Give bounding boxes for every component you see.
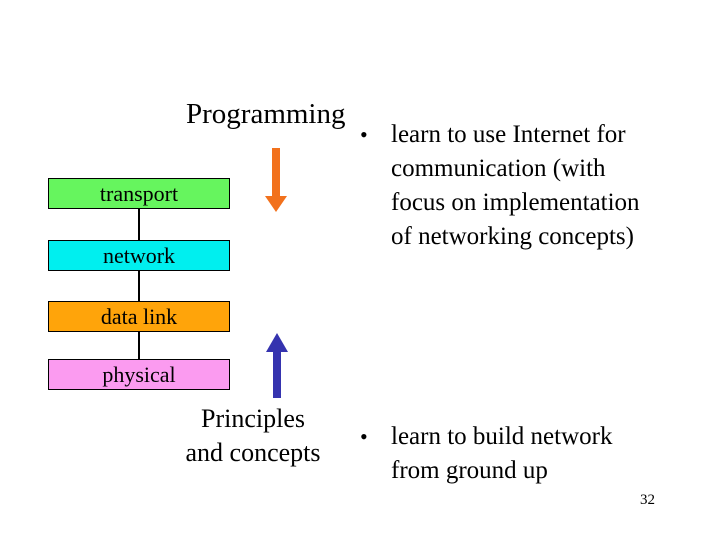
principles-caption-line2: and concepts	[185, 438, 321, 467]
layer-label-network: network	[102, 243, 176, 268]
bullet-line: focus on implementation	[391, 189, 640, 216]
layer-label-datalink: data link	[100, 304, 178, 329]
bullet-text-build-network: learn to build network from ground up	[391, 420, 680, 488]
layer-label-transport: transport	[99, 181, 179, 206]
bullet-line: of networking concepts)	[391, 223, 634, 250]
up-arrow-icon	[262, 333, 292, 399]
down-arrow-icon	[261, 148, 291, 214]
layer-box-datalink: data link	[48, 301, 230, 332]
slide-title: Programming	[186, 98, 346, 130]
bullet-text-internet: learn to use Internet for communication …	[391, 118, 680, 254]
bullet-line: learn to use Internet for	[391, 121, 626, 148]
layer-box-network: network	[48, 240, 230, 271]
connector-network-datalink	[138, 271, 140, 301]
bullet-item-build-network: • learn to build network from ground up	[360, 420, 680, 488]
principles-caption-line1: Principles	[201, 404, 305, 433]
bullet-marker: •	[360, 424, 368, 449]
layer-label-physical: physical	[102, 362, 176, 387]
bullet-line: learn to build network	[391, 423, 613, 450]
page-number: 32	[640, 492, 655, 508]
bullet-line: communication (with	[391, 155, 606, 182]
connector-transport-network	[138, 209, 140, 240]
principles-caption: Principles and concepts	[168, 402, 338, 470]
bullet-marker: •	[360, 122, 368, 147]
bullet-item-internet: • learn to use Internet for communicatio…	[360, 118, 680, 254]
layer-box-transport: transport	[48, 178, 230, 209]
layer-box-physical: physical	[48, 359, 230, 390]
connector-datalink-physical	[138, 332, 140, 359]
bullet-line: from ground up	[391, 457, 548, 484]
